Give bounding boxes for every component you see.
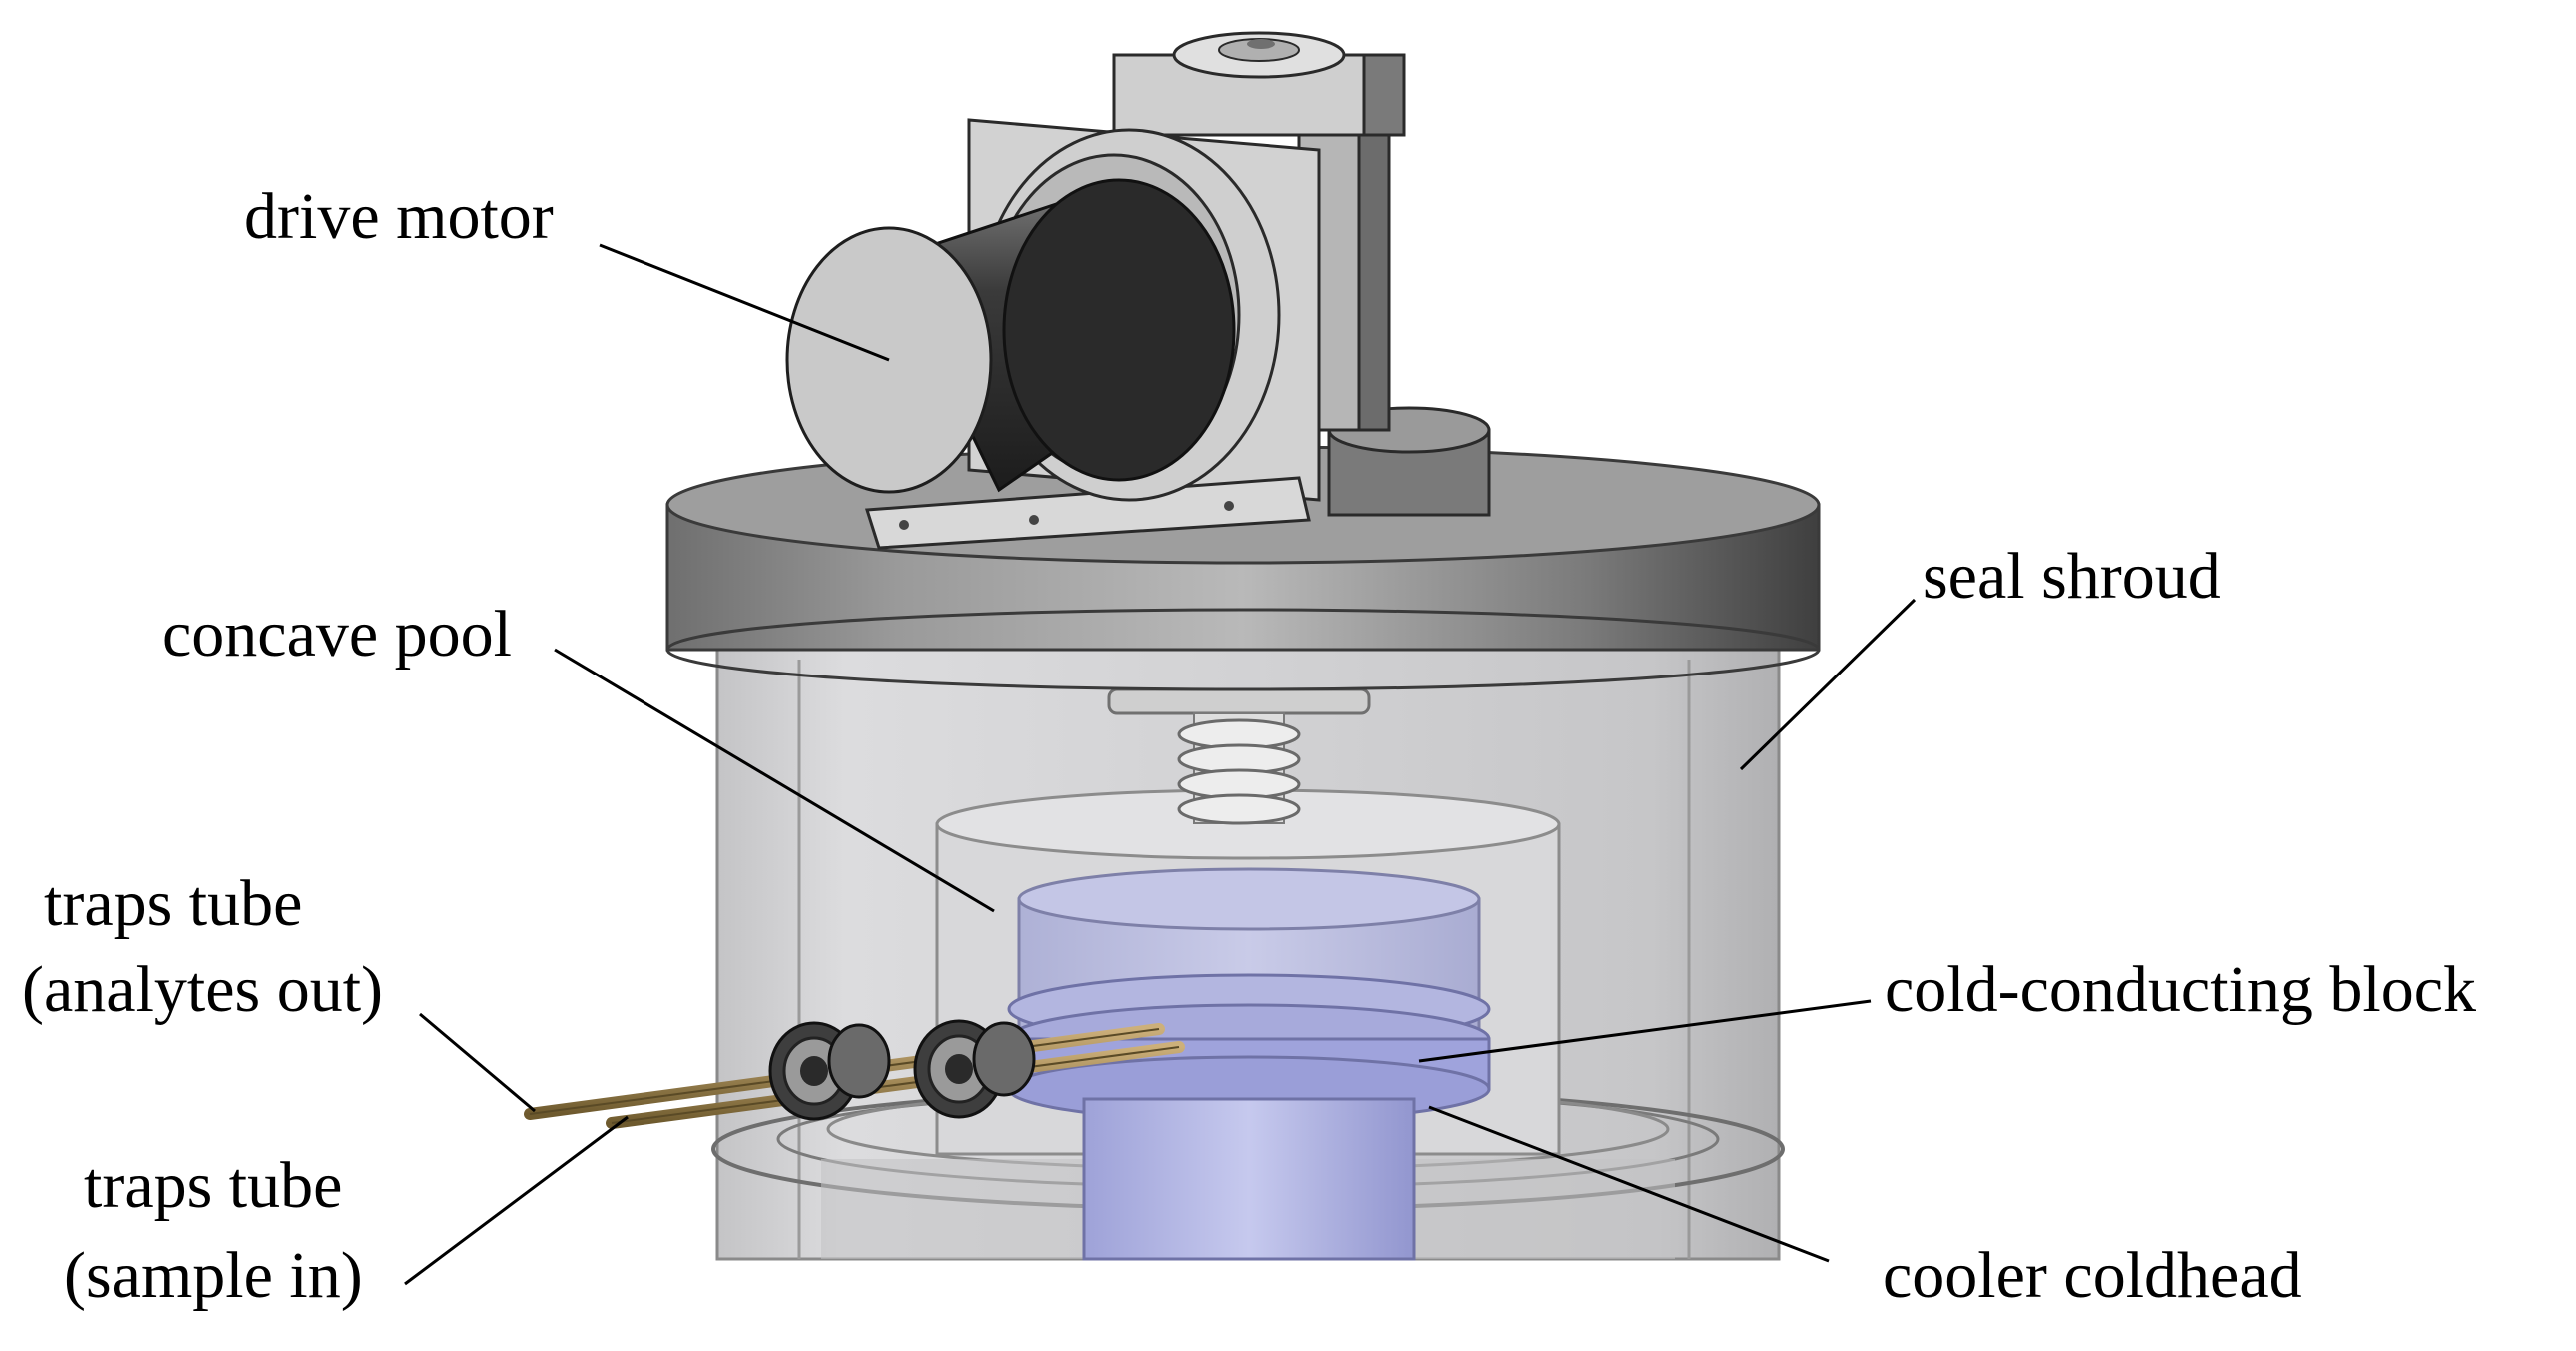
spring: [1107, 687, 1371, 825]
label-cold-conducting-block: cold-conducting block: [1885, 953, 2477, 1026]
leader-concave-pool: [554, 648, 995, 913]
tube-fitting-left: [768, 1021, 891, 1121]
label-concave-pool: concave pool: [162, 598, 513, 671]
label-seal-shroud: seal shroud: [1923, 540, 2221, 613]
cold-conducting-block: [1007, 867, 1491, 1123]
label-traps-tube-in-line2: (sample in): [64, 1239, 363, 1312]
label-traps-tube-in-line1: traps tube: [84, 1149, 343, 1222]
leader-cold-block: [1418, 999, 1872, 1063]
leader-traps-out: [419, 1012, 536, 1113]
leader-traps-in: [404, 1115, 629, 1286]
lid-boss: [1327, 406, 1491, 517]
label-traps-tube-out-line2: (analytes out): [22, 953, 384, 1026]
traps-tubes: [524, 1019, 1185, 1129]
leader-lines: [404, 243, 1917, 1286]
cooler-coldhead: [1082, 1097, 1416, 1261]
drive-motor: [785, 128, 1281, 502]
label-traps-tube-out-line1: traps tube: [44, 867, 303, 940]
leader-seal-shroud: [1739, 598, 1917, 771]
leader-coldhead: [1428, 1105, 1830, 1263]
label-cooler-coldhead: cooler coldhead: [1883, 1239, 2302, 1312]
leader-drive-motor: [599, 243, 890, 362]
tube-fitting-right: [913, 1019, 1036, 1119]
label-drive-motor: drive motor: [244, 180, 554, 253]
